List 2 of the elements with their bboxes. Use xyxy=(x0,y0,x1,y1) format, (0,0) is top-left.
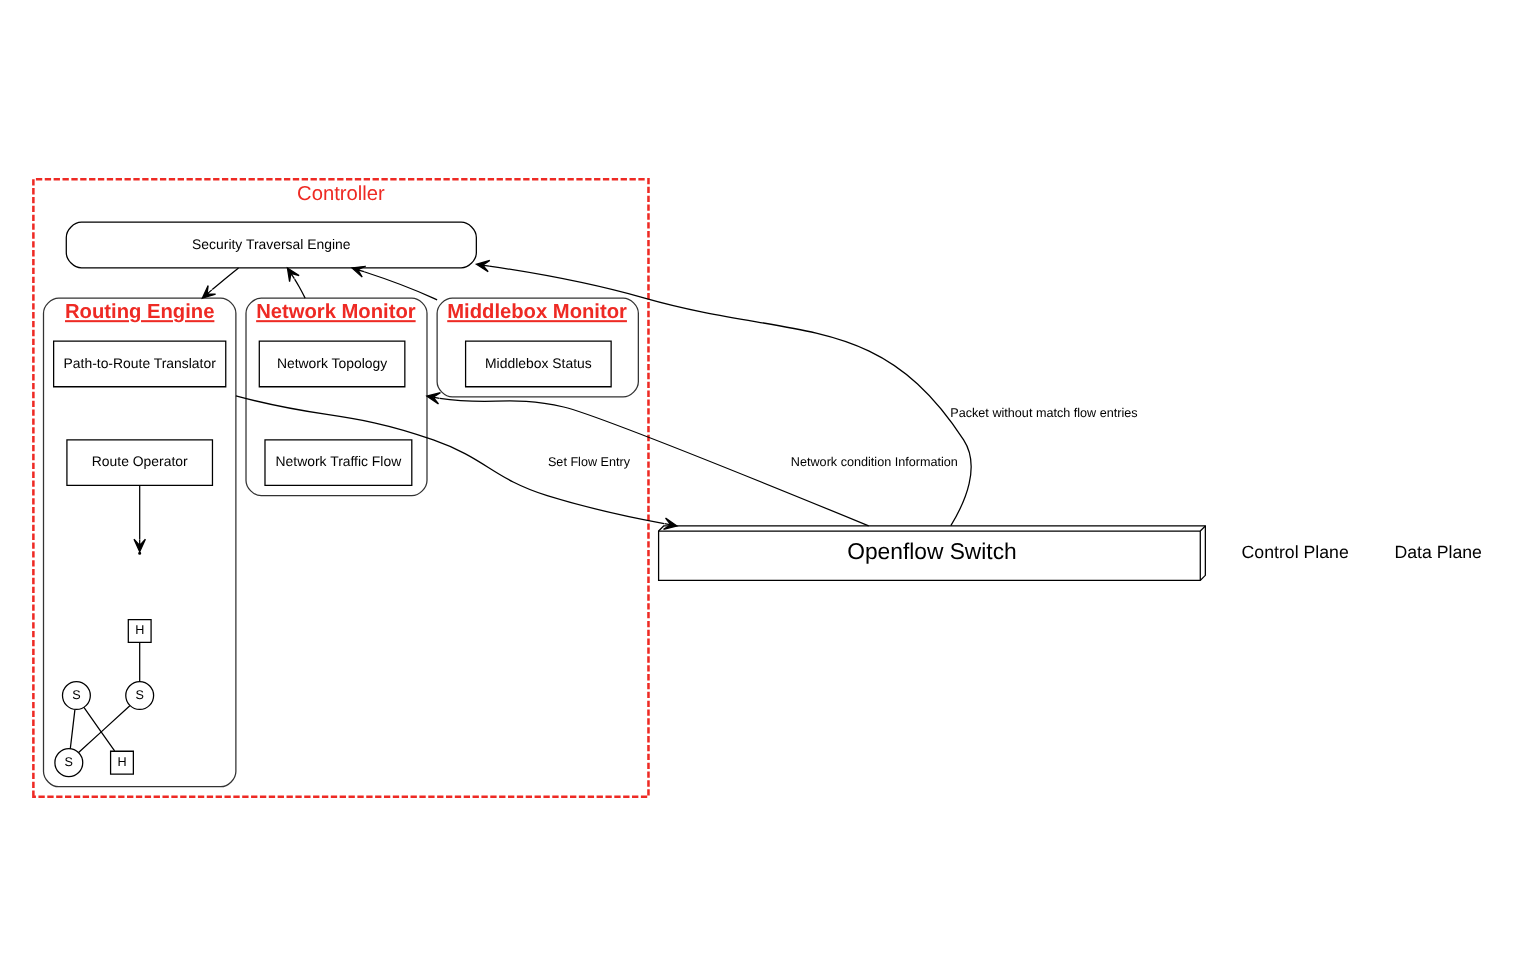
label: Data Plane xyxy=(1394,540,1482,561)
label: Control Plane xyxy=(1241,540,1349,561)
